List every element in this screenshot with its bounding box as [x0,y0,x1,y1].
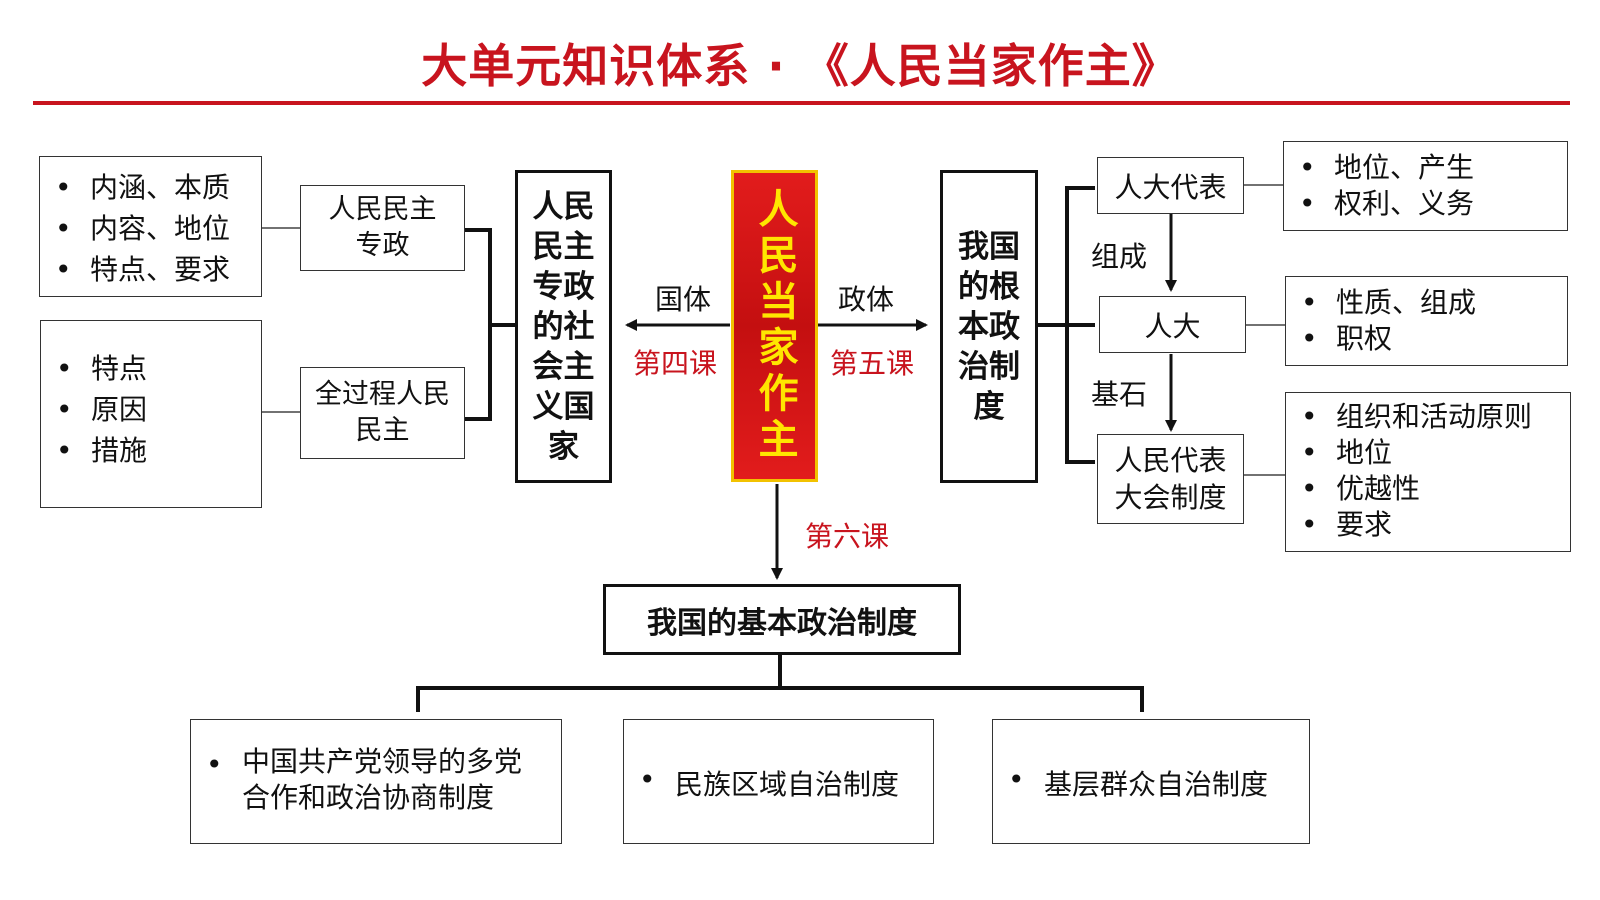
lesson-label-four: 第四课 [633,347,718,380]
node-label: 人民民主专政的社会主义国家 [532,188,595,465]
points-box-deputies: 地位、产生 权利、义务 [1283,141,1568,231]
bullet-icon: • [1008,763,1025,796]
list-item: 权利、义务 [1284,186,1567,222]
list-item: 特点 [41,348,261,389]
node-grassroots-self-governance: • 基层群众自治制度 [992,719,1310,844]
node-fundamental-political-system: 我国的根本政治制度 [940,170,1038,483]
node-label: 人民民主专政 [328,194,437,261]
node-label: 人民代表大会制度 [1114,444,1227,514]
title-divider [33,101,1570,105]
node-npc: 人大 [1099,296,1246,353]
node-ethnic-regional-autonomy: • 民族区域自治制度 [623,719,934,844]
item-label: 中国共产党领导的多党合作和政治协商制度 [242,745,523,814]
list-item: 措施 [41,430,261,471]
node-label: 全过程人民民主 [315,379,450,446]
list-item: 特点、要求 [40,249,261,290]
list-item: 原因 [41,389,261,430]
node-whole-process-democracy: 全过程人民民主 [300,367,465,459]
node-label: 人大代表 [1114,170,1227,204]
item-label: 民族区域自治制度 [675,768,900,801]
list-item: 地位、产生 [1284,150,1567,186]
list-item: 职权 [1286,321,1567,357]
node-label: 人大 [1144,309,1201,343]
list-item: 性质、组成 [1286,285,1567,321]
list-item: 优越性 [1286,471,1570,507]
lesson-label-five: 第五课 [830,347,915,380]
item-label: 基层群众自治制度 [1044,768,1269,801]
points-box-npc: 性质、组成 职权 [1285,276,1568,366]
link-label-compose: 组成 [1091,240,1148,273]
bullet-icon: • [639,763,656,796]
node-npc-system: 人民代表大会制度 [1097,434,1244,524]
lesson-label-six: 第六课 [805,520,890,553]
relation-label-state-system: 国体 [655,283,712,316]
points-box-dictatorship: 内涵、本质 内容、地位 特点、要求 [39,156,262,297]
node-socialist-state: 人民民主专政的社会主义国家 [515,170,612,483]
bullet-icon: • [206,748,223,781]
list-item: 要求 [1286,507,1570,543]
node-deputies: 人大代表 [1097,157,1244,214]
points-box-npc-system: 组织和活动原则 地位 优越性 要求 [1285,392,1571,552]
node-multi-party-cooperation: • 中国共产党领导的多党合作和政治协商制度 [190,719,562,844]
relation-label-government-form: 政体 [838,283,895,316]
core-label: 人民当家作主 [751,188,798,464]
link-label-foundation: 基石 [1091,378,1148,411]
core-topic: 人民当家作主 [731,170,818,482]
node-people-democratic-dictatorship: 人民民主专政 [300,185,465,271]
list-item: 内涵、本质 [40,167,261,208]
points-box-whole-process: 特点 原因 措施 [40,320,262,508]
list-item: 内容、地位 [40,208,261,249]
list-item: 地位 [1286,435,1570,471]
node-label: 我国的基本政治制度 [647,605,917,641]
page-title: 大单元知识体系 · 《人民当家作主》 [421,39,1179,93]
list-item: 组织和活动原则 [1286,399,1570,435]
node-basic-political-systems: 我国的基本政治制度 [603,584,961,655]
node-label: 我国的根本政治制度 [958,228,1020,425]
